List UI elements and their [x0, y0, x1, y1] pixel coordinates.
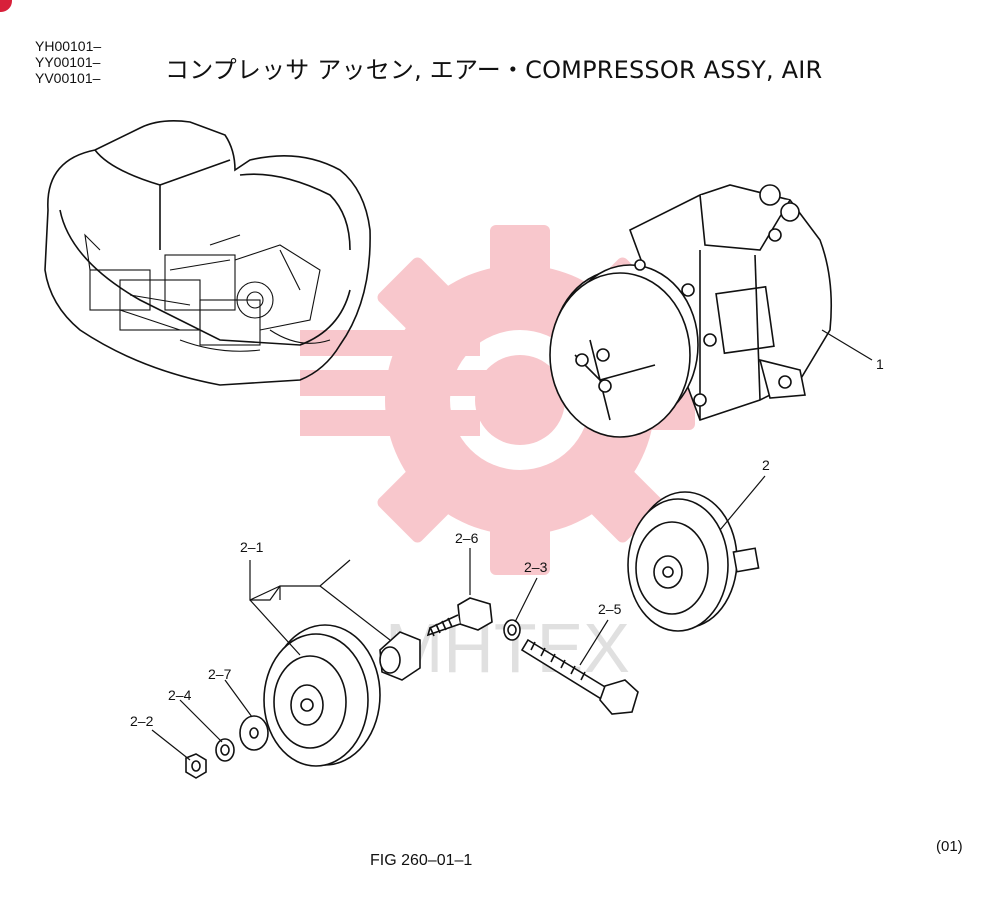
serial-number-list: YH00101– YY00101– YV00101–: [35, 38, 101, 86]
pulley-assembly-illustration: [627, 491, 760, 632]
callout-2-2: 2–2: [130, 713, 154, 729]
callout-2-3: 2–3: [524, 559, 548, 575]
bolt-2-5-illustration: [520, 638, 639, 715]
figure-label: FIG 260–01–1: [370, 852, 473, 869]
serial-number: YY00101–: [35, 54, 101, 70]
callout-2-7: 2–7: [208, 666, 232, 682]
callout-1: 1: [876, 356, 884, 372]
bolt-2-6-illustration: [426, 597, 493, 637]
page-title: コンプレッサ アッセン, エアー・COMPRESSOR ASSY, AIR: [165, 56, 823, 84]
page-code: (01): [936, 838, 963, 855]
serial-number: YV00101–: [35, 70, 101, 86]
lock-washer-illustration: [503, 619, 521, 641]
callout-2-5: 2–5: [598, 601, 622, 617]
nut-illustration: [185, 753, 207, 779]
callout-2: 2: [762, 457, 770, 473]
serial-number: YH00101–: [35, 38, 102, 54]
callout-2-1: 2–1: [240, 539, 264, 555]
callout-2-6: 2–6: [455, 530, 479, 546]
leader-lines: [151, 329, 873, 761]
compressor-illustration: [549, 184, 832, 438]
machine-overview-illustration: [44, 120, 371, 386]
spring-washer-illustration: [215, 738, 235, 762]
pulley-2-1-illustration: [263, 624, 381, 767]
bushing-illustration: [379, 631, 421, 681]
callout-2-4: 2–4: [168, 687, 192, 703]
washer-illustration: [239, 715, 269, 751]
